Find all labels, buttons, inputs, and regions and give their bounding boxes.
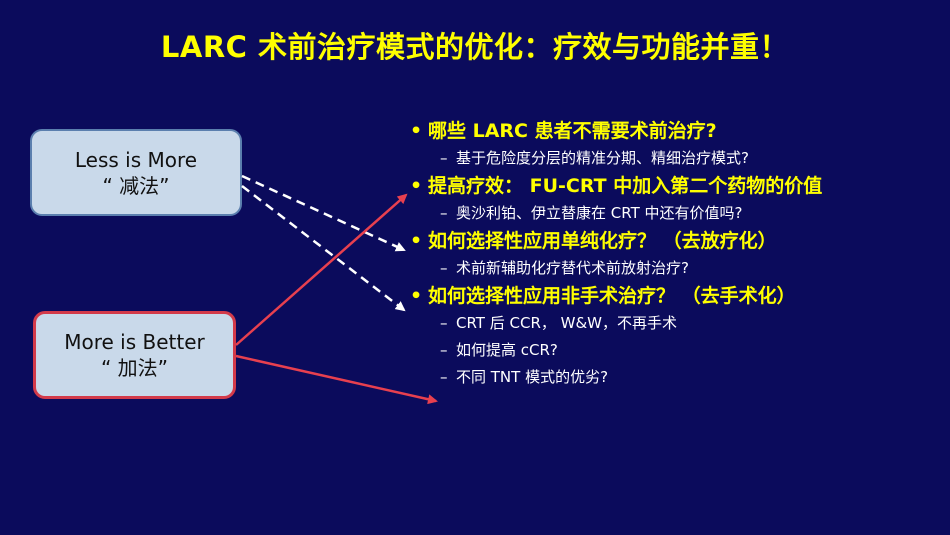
list-item-text: 哪些 LARC 患者不需要术前治疗? [428,120,717,142]
list-item-text: 如何选择性应用非手术治疗？ （去手术化） [428,285,796,307]
dashed-arrow-to-neoadjuvant [241,185,406,312]
dash-icon: – [440,204,448,222]
dash-icon: – [440,314,448,332]
bullet-icon: • [410,285,423,307]
list-item-text: 提高疗效： FU-CRT 中加入第二个药物的价值 [428,175,823,197]
sub-item: – 不同 TNT 模式的优劣? [410,364,930,391]
dash-icon: – [440,368,448,386]
sub-item: – 术前新辅助化疗替代术前放射治疗? [410,255,930,282]
sub-item: – CRT 后 CCR， W&W，不再手术 [410,310,930,337]
solid-arrow-to-ccr [235,354,438,405]
dash-icon: – [440,341,448,359]
sub-item: – 如何提高 cCR? [410,337,930,364]
bullet-icon: • [410,120,423,142]
list-item: • 哪些 LARC 患者不需要术前治疗? [410,117,930,145]
more-is-better-box: More is Better “ 加法” [33,311,236,399]
list-item-text: 如何选择性应用单纯化疗？ （去放疗化） [428,230,777,252]
dash-icon: – [440,259,448,277]
dash-icon: – [440,149,448,167]
list-item: • 如何选择性应用单纯化疗？ （去放疗化） [410,227,930,255]
sub-item-text: 不同 TNT 模式的优劣? [456,368,609,386]
dashed-arrow-to-oxaliplatin [241,174,406,252]
sub-item-text: 奥沙利铂、伊立替康在 CRT 中还有价值吗? [456,204,743,222]
list-item: • 提高疗效： FU-CRT 中加入第二个药物的价值 [410,172,930,200]
question-list: • 哪些 LARC 患者不需要术前治疗? – 基于危险度分层的精准分期、精细治疗… [410,117,930,391]
list-item: • 如何选择性应用非手术治疗？ （去手术化） [410,282,930,310]
more-is-better-label: More is Better [64,330,205,354]
bullet-icon: • [410,175,423,197]
sub-item: – 基于危险度分层的精准分期、精细治疗模式? [410,145,930,172]
sub-item: – 奥沙利铂、伊立替康在 CRT 中还有价值吗? [410,200,930,227]
more-is-better-subtitle: “ 加法” [100,356,169,380]
bullet-icon: • [410,230,423,252]
slide-title: LARC 术前治疗模式的优化：疗效与功能并重！ [160,30,790,64]
sub-item-text: 如何提高 cCR? [456,341,558,359]
sub-item-text: CRT 后 CCR， W&W，不再手术 [456,314,678,332]
solid-arrow-to-efficacy [235,193,408,346]
less-is-more-box: Less is More “ 减法” [30,129,242,216]
less-is-more-label: Less is More [74,147,198,172]
sub-item-text: 术前新辅助化疗替代术前放射治疗? [456,259,689,277]
less-is-more-subtitle: “ 减法” [102,173,170,198]
sub-item-text: 基于危险度分层的精准分期、精细治疗模式? [456,149,749,167]
